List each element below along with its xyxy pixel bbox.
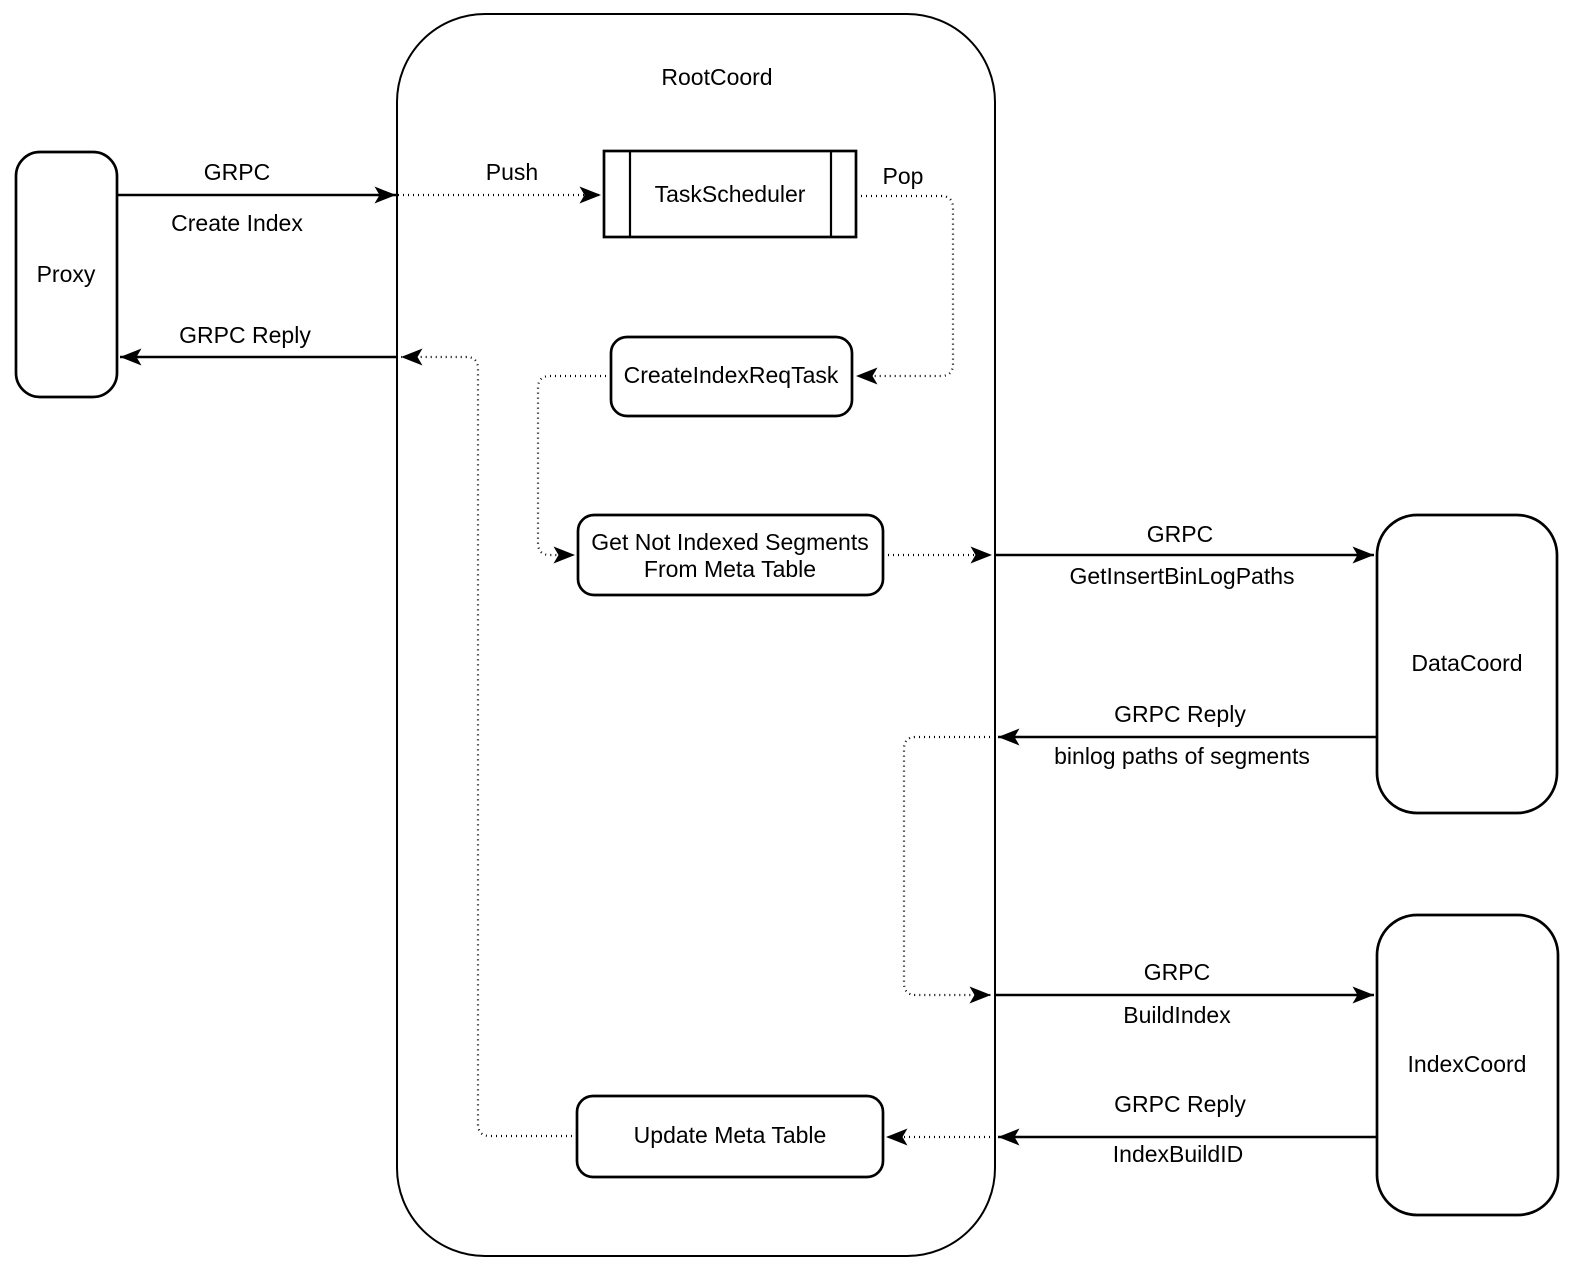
edge-label-grpc-buildindex-2: BuildIndex (1123, 1002, 1231, 1028)
edge-label-grpc-reply-indexbuildid-1: GRPC Reply (1114, 1091, 1246, 1117)
indexcoord-label: IndexCoord (1408, 1051, 1527, 1077)
datacoord-label: DataCoord (1411, 650, 1522, 676)
arrow-pop (856, 194, 955, 385)
get-not-indexed-label-line1: Get Not Indexed Segments (591, 529, 868, 555)
createindexreqtask-label: CreateIndexReqTask (624, 362, 839, 388)
update-meta-table-label: Update Meta Table (634, 1122, 827, 1148)
edge-label-grpc-reply-indexbuildid-2: IndexBuildID (1113, 1141, 1243, 1167)
edge-label-grpc-reply-binlog-2: binlog paths of segments (1054, 743, 1310, 769)
edge-label-grpc-getinsertbinlogpaths-1: GRPC (1147, 521, 1213, 547)
get-not-indexed-label-line2: From Meta Table (644, 556, 816, 582)
edge-label-grpc-reply-binlog-1: GRPC Reply (1114, 701, 1246, 727)
connector-updatemeta-to-boundary (401, 348, 577, 1138)
edge-label-grpc-getinsertbinlogpaths-2: GetInsertBinLogPaths (1069, 563, 1294, 589)
proxy-label: Proxy (37, 261, 96, 287)
arrow-createindexreqtask-to-getnotindexed (536, 374, 611, 564)
edge-label-push: Push (486, 159, 538, 185)
taskscheduler-label: TaskScheduler (655, 181, 806, 207)
indexcoord-node (1375, 913, 1560, 1217)
edge-label-grpc-create-index-2: Create Index (171, 210, 303, 236)
connector-binlog-to-buildindex (902, 735, 995, 1004)
edge-label-grpc-buildindex-1: GRPC (1144, 959, 1210, 985)
edge-label-grpc-create-index-1: GRPC (204, 159, 270, 185)
edge-label-grpc-reply-proxy: GRPC Reply (179, 322, 311, 348)
datacoord-node (1375, 513, 1559, 815)
proxy-node (14, 150, 119, 399)
taskscheduler-node (602, 149, 858, 239)
rootcoord-title: RootCoord (661, 64, 772, 90)
edge-label-pop: Pop (883, 163, 924, 189)
rootcoord-container (396, 13, 996, 1257)
